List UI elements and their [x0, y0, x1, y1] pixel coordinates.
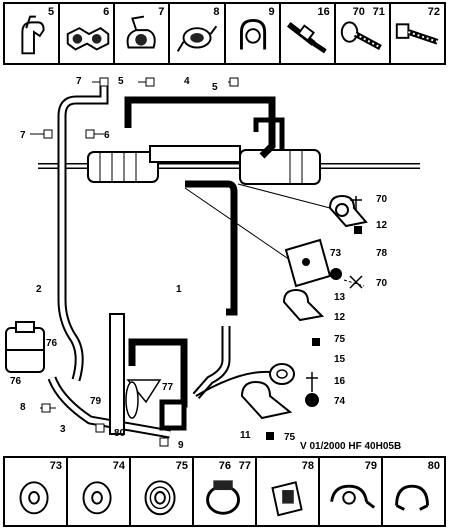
label-7b: 7 — [20, 130, 26, 141]
part-cell-8: 8 — [170, 4, 226, 63]
part-cell-78: 78 — [257, 458, 320, 525]
part-number: 16 — [317, 6, 330, 18]
part-number: 75 — [175, 460, 188, 472]
label-75b: 75 — [284, 432, 296, 443]
label-80: 80 — [114, 428, 126, 439]
double-clip-icon — [66, 27, 110, 51]
part-cell-80: 80 — [383, 458, 444, 525]
part-number: 5 — [48, 6, 55, 18]
bottom-parts-strip: 73 74 75 76 77 78 7 — [3, 456, 446, 527]
label-79: 79 — [90, 396, 102, 407]
label-1: 1 — [176, 284, 182, 295]
steering-hose-diagram: 7 5 4 5 7 6 70 12 78 73 70 2 1 13 12 75 … — [5, 76, 420, 451]
bolt-icon — [395, 23, 439, 45]
pipe-clip-icon — [177, 25, 218, 52]
part-cell-6: 6 — [60, 4, 116, 63]
part-cell-7: 7 — [115, 4, 171, 63]
part-cell-79: 79 — [320, 458, 383, 525]
part-cell-5: 5 — [5, 4, 61, 63]
part-number: 73 — [49, 460, 62, 472]
spring-clip-icon — [395, 484, 429, 511]
label-12a: 12 — [376, 220, 388, 231]
bracket-12-lower — [282, 288, 325, 322]
part-cell-70-71: 70 71 — [336, 4, 391, 63]
part-cell-9: 9 — [226, 4, 281, 63]
label-6: 6 — [104, 130, 110, 141]
clamp-clip-icon — [330, 484, 376, 509]
label-76b: 76 — [10, 376, 22, 387]
part-number: 80 — [427, 460, 440, 472]
label-12b: 12 — [334, 312, 346, 323]
washer-icon — [19, 481, 49, 515]
washer-icon — [82, 481, 112, 515]
reservoir — [5, 321, 45, 373]
label-73: 73 — [330, 248, 342, 259]
hose-1 — [185, 180, 238, 316]
label-70b: 70 — [376, 278, 388, 289]
part-cell-74: 74 — [68, 458, 131, 525]
label-70a: 70 — [376, 194, 388, 205]
part-number: 72 — [427, 6, 440, 18]
part-number: 76 — [218, 460, 231, 472]
part-number: 70 — [352, 6, 365, 18]
label-75a: 75 — [334, 334, 346, 345]
part-number: 6 — [103, 6, 110, 18]
part-cell-75: 75 — [131, 458, 194, 525]
clip-icon — [21, 15, 45, 55]
part-cell-73: 73 — [5, 458, 68, 525]
part-number-2: 71 — [372, 6, 385, 18]
bracket-12-upper — [328, 194, 368, 228]
label-77: 77 — [162, 382, 174, 393]
grommet-icon — [144, 480, 176, 516]
hose-clamp-icon — [206, 480, 240, 515]
part-number: 74 — [112, 460, 125, 472]
part-number: 9 — [268, 6, 275, 18]
stud-icon — [286, 22, 327, 54]
hose-2 — [57, 84, 109, 382]
label-5b: 5 — [212, 82, 218, 93]
bracket-13 — [284, 238, 332, 288]
hose-4 — [124, 96, 276, 159]
label-8: 8 — [20, 402, 26, 413]
part-number-2: 77 — [238, 460, 251, 472]
label-7a: 7 — [76, 76, 82, 87]
label-76a: 76 — [46, 338, 58, 349]
tie-clip-icon — [126, 15, 156, 49]
label-13: 13 — [334, 292, 346, 303]
label-9: 9 — [178, 440, 184, 451]
part-cell-72: 72 — [391, 4, 444, 63]
label-16: 16 — [334, 376, 346, 387]
label-15: 15 — [334, 354, 346, 365]
footer-reference: V 01/2000 HF 40H05B — [300, 441, 402, 452]
bracket-11 — [240, 380, 293, 420]
label-3: 3 — [60, 424, 66, 435]
label-2: 2 — [36, 284, 42, 295]
label-74: 74 — [334, 396, 346, 407]
top-parts-strip: 5 6 7 8 9 16 — [3, 2, 446, 65]
part-number: 8 — [213, 6, 220, 18]
label-11: 11 — [240, 430, 251, 441]
label-78: 78 — [376, 248, 388, 259]
flange-bolt-icon — [340, 21, 382, 51]
part-number: 7 — [158, 6, 165, 18]
part-cell-16: 16 — [281, 4, 336, 63]
part-number: 79 — [364, 460, 377, 472]
part-cell-76-77: 76 77 — [194, 458, 257, 525]
open-clip-icon — [239, 19, 266, 50]
bracket-icon — [271, 481, 303, 517]
grommet-15 — [269, 363, 295, 385]
label-4: 4 — [184, 76, 190, 87]
label-5a: 5 — [118, 76, 124, 87]
part-number: 78 — [301, 460, 314, 472]
steering-rack — [38, 145, 420, 185]
